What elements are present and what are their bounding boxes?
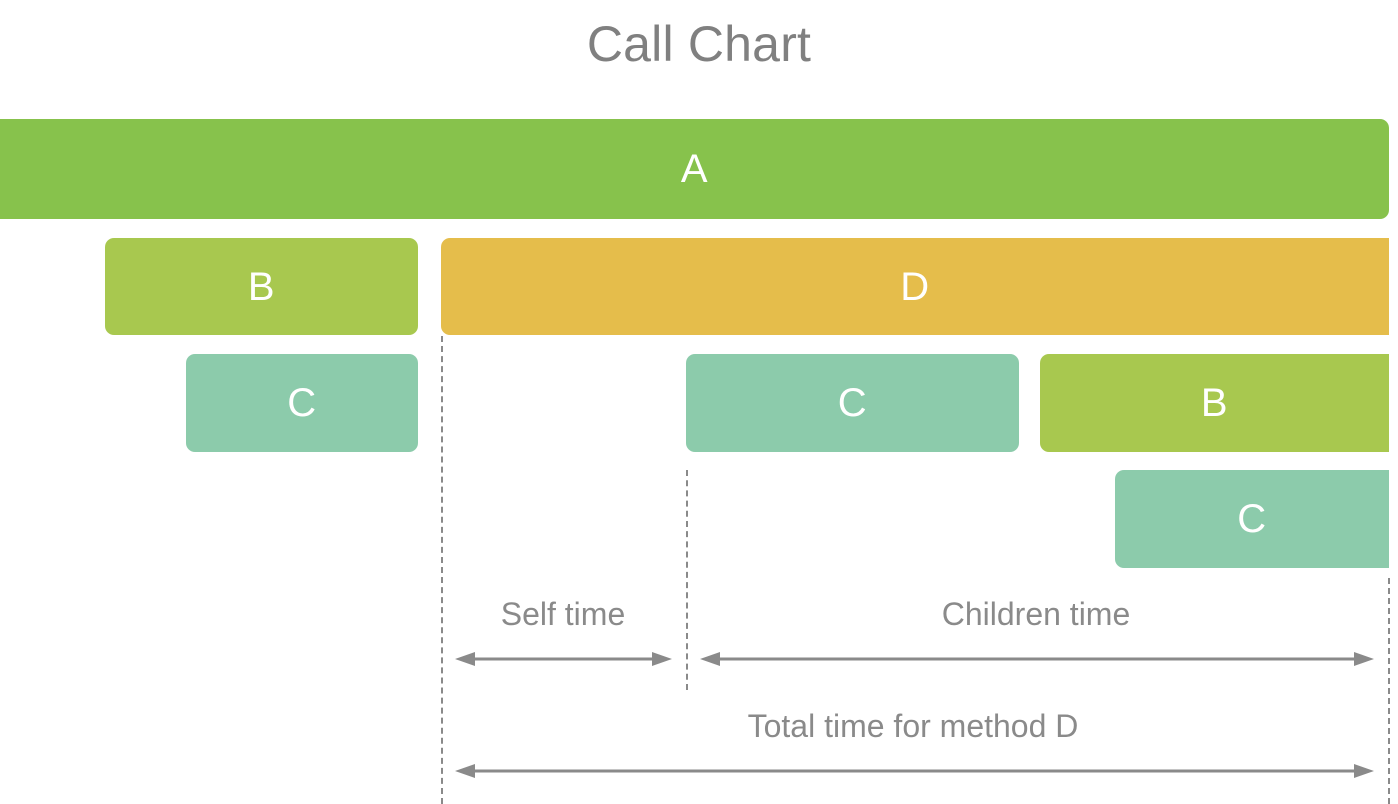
measure-label-self-time: Self time	[500, 596, 626, 632]
call-bar-b-d2-2[interactable]: B	[1040, 354, 1389, 452]
call-bar-b-d1-0[interactable]: B	[105, 238, 418, 335]
page-title: Call Chart	[586, 16, 812, 72]
call-bar-label: B	[247, 264, 276, 309]
call-bar-d-d1-1[interactable]: D	[441, 238, 1389, 335]
guide-line-d-end	[1388, 578, 1390, 804]
measure-label-total-time: Total time for method D	[747, 708, 1079, 744]
call-bar-c-d2-0[interactable]: C	[186, 354, 418, 452]
guide-line-d-start	[441, 336, 443, 804]
call-bar-label: C	[1237, 497, 1267, 541]
call-bar-label: C	[837, 381, 868, 425]
measure-arrow-self-time	[455, 650, 672, 666]
measure-label-children-time: Children time	[941, 596, 1131, 632]
call-bar-a-d0-0[interactable]: A	[0, 119, 1389, 219]
guide-line-self-time-end	[686, 470, 688, 690]
call-bar-label: B	[1200, 381, 1229, 425]
call-bar-c-d2-1[interactable]: C	[686, 354, 1019, 452]
call-bar-label: D	[900, 264, 930, 309]
measure-arrow-total-time	[455, 762, 1374, 778]
measure-arrow-children-time	[700, 650, 1374, 666]
call-bar-label: A	[680, 147, 709, 191]
call-bar-c-d3-0[interactable]: C	[1115, 470, 1389, 568]
call-bar-label: C	[287, 381, 317, 425]
